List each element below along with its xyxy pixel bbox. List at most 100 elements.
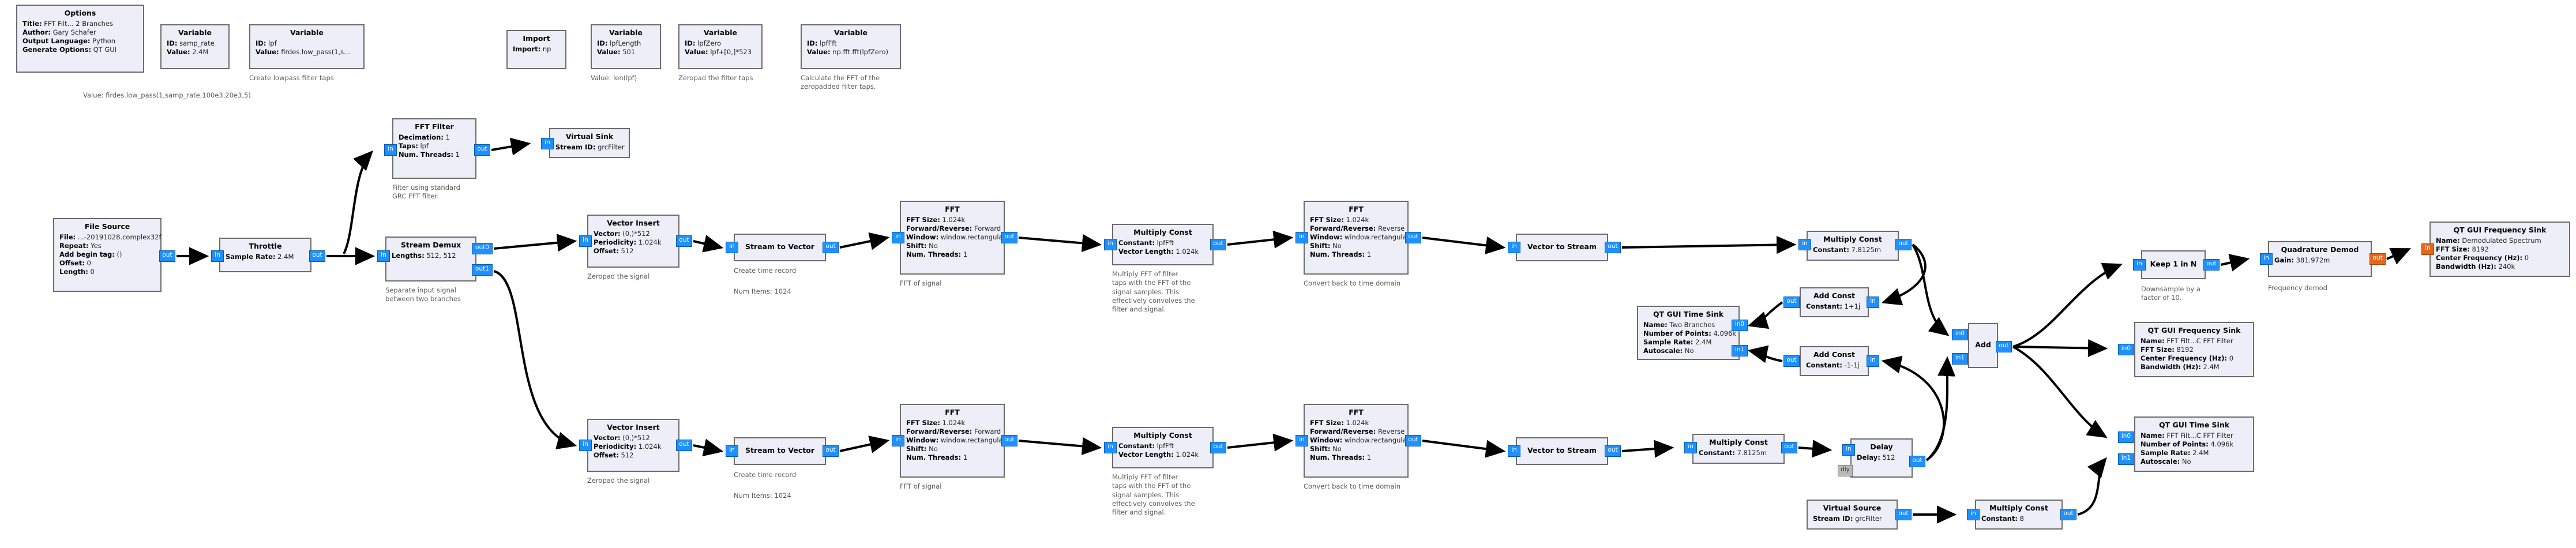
port-qt-freq-fft-in0[interactable]: in0 [2118, 344, 2134, 355]
port-vec-to-stream-top-out[interactable]: out [1605, 242, 1621, 253]
port-fft-rev-top-out[interactable]: out [1405, 232, 1421, 243]
port-vec-to-stream-bot-out[interactable]: out [1605, 445, 1621, 457]
port-quad-demod-out[interactable]: out [2370, 253, 2386, 265]
port-qt-freq-demod-in[interactable]: in [2421, 243, 2434, 255]
port-keep-1-in-n-in[interactable]: in [2133, 259, 2146, 271]
port-vector-insert-top-in[interactable]: in [579, 235, 592, 247]
block-title: Vector to Stream [1527, 242, 1597, 252]
port-throttle-out[interactable]: out [309, 250, 325, 262]
vector-to-stream-bottom-block[interactable]: Vector to Stream [1516, 437, 1608, 465]
port-mult-const-8-in[interactable]: in [1967, 509, 1980, 520]
port-mult-const-top-in[interactable]: in [1104, 239, 1117, 250]
port-virtual-sink-in[interactable]: in [541, 138, 554, 149]
port-mult-7812-bot-out[interactable]: out [1781, 442, 1797, 453]
port-stream-demux-out1[interactable]: out1 [472, 264, 493, 276]
port-mult-const-bot-out[interactable]: out [1210, 442, 1226, 453]
port-delay-in[interactable]: in [1842, 444, 1855, 456]
port-vector-insert-bot-in[interactable]: in [579, 440, 592, 451]
port-throttle-in[interactable]: in [211, 250, 224, 262]
port-virtual-source-out[interactable]: out [1895, 509, 1912, 520]
port-stream-to-vector-bot-out[interactable]: out [823, 445, 839, 457]
port-fft-rev-bot-in[interactable]: in [1295, 435, 1308, 446]
port-quad-demod-in[interactable]: in [2260, 253, 2273, 265]
port-add-const-p1-in[interactable]: in [1867, 296, 1879, 308]
port-vector-insert-bot-out[interactable]: out [676, 440, 692, 451]
port-fft-rev-bot-out[interactable]: out [1405, 435, 1421, 446]
port-fft-fwd-bot-in[interactable]: in [892, 435, 904, 446]
port-fft-rev-top-in[interactable]: in [1295, 232, 1308, 243]
port-mult-const-top-out[interactable]: out [1210, 239, 1226, 250]
port-fft-fwd-top-in[interactable]: in [892, 232, 904, 243]
port-vector-insert-top-out[interactable]: out [676, 235, 692, 247]
port-stream-demux-in[interactable]: in [377, 250, 390, 262]
port-stream-demux-out0[interactable]: out0 [472, 243, 493, 254]
port-delay-dly[interactable]: dly [1838, 465, 1853, 476]
port-fft-fwd-bot-out[interactable]: out [1001, 435, 1017, 446]
port-qt-time-two-branches-in0[interactable]: in0 [1732, 320, 1748, 331]
port-fft-filter-out[interactable]: out [474, 144, 490, 156]
port-add-const-m1-out[interactable]: out [1783, 355, 1800, 367]
port-add-in1[interactable]: in1 [1952, 353, 1968, 365]
port-add-out[interactable]: out [1996, 341, 2012, 352]
port-mult-7812-bot-in[interactable]: in [1684, 442, 1697, 453]
port-vec-to-stream-bot-in[interactable]: in [1508, 445, 1520, 457]
port-stream-to-vector-top-in[interactable]: in [726, 242, 738, 253]
port-stream-to-vector-top-out[interactable]: out [823, 242, 839, 253]
port-mult-7812-top-in[interactable]: in [1798, 239, 1811, 250]
add-block[interactable]: Add [1968, 323, 1998, 368]
port-mult-const-8-out[interactable]: out [2060, 509, 2076, 520]
stream-to-vector-top-block[interactable]: Stream to Vector [734, 234, 826, 261]
port-fft-fwd-top-out[interactable]: out [1001, 232, 1017, 243]
port-delay-out[interactable]: out [1909, 456, 1925, 467]
port-add-const-m1-in[interactable]: in [1867, 355, 1879, 367]
port-keep-1-in-n-out[interactable]: out [2203, 259, 2220, 271]
port-mult-7812-top-out[interactable]: out [1895, 239, 1912, 250]
port-file-source-out[interactable]: out [159, 250, 175, 262]
keep-1-in-n-block[interactable]: Keep 1 in N [2141, 250, 2206, 279]
stream-to-vector-bottom-block[interactable]: Stream to Vector [734, 437, 826, 465]
port-qt-time-two-branches-in1[interactable]: in1 [1732, 345, 1748, 356]
port-fft-filter-in[interactable]: in [384, 144, 397, 156]
port-qt-time-fft-in1[interactable]: in1 [2118, 453, 2134, 465]
port-qt-time-fft-in0[interactable]: in0 [2118, 431, 2134, 443]
port-mult-const-bot-in[interactable]: in [1104, 442, 1117, 453]
port-add-const-p1-out[interactable]: out [1783, 296, 1800, 308]
port-stream-to-vector-bot-in[interactable]: in [726, 445, 738, 457]
vector-to-stream-top-block[interactable]: Vector to Stream [1516, 234, 1608, 261]
port-vec-to-stream-top-in[interactable]: in [1508, 242, 1520, 253]
port-add-in0[interactable]: in0 [1952, 329, 1968, 340]
